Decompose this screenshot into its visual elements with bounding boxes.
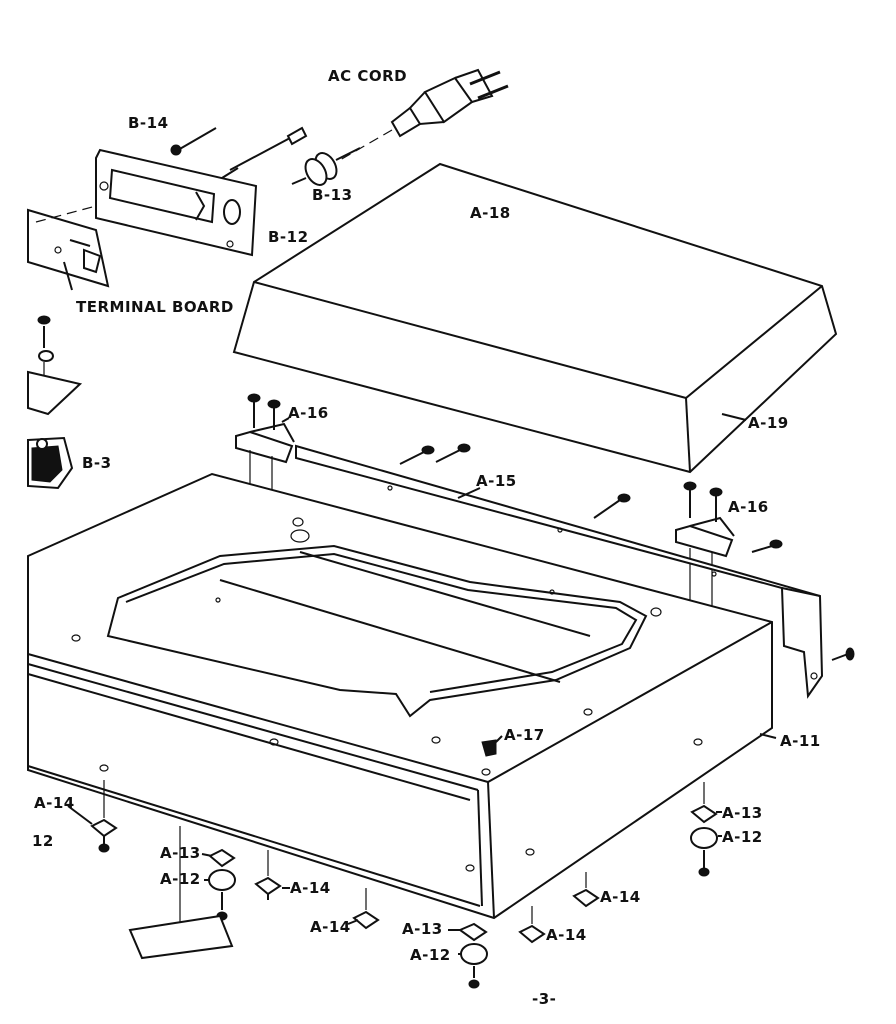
label-a12-mid: A-12 — [160, 870, 201, 888]
label-a18: A-18 — [470, 204, 511, 222]
cabinet-a11 — [27, 472, 777, 920]
label-a13-right: A-13 — [722, 804, 763, 822]
label-a19: A-19 — [748, 414, 789, 432]
cover-a19 — [232, 162, 838, 474]
label-a12-left-cut: 12 — [32, 832, 54, 850]
strain-relief-b13 — [291, 147, 361, 186]
strip-screws — [387, 443, 783, 577]
ac-cord-plug — [339, 68, 509, 161]
label-a16-right: A-16 — [728, 498, 769, 516]
bracket-b12 — [95, 148, 258, 257]
foot-left — [67, 780, 118, 853]
label-terminal-board: TERMINAL BOARD — [76, 298, 234, 316]
label-b13: B-13 — [312, 186, 353, 204]
foot-bottom — [347, 888, 546, 989]
label-a13-bottom: A-13 — [402, 920, 443, 938]
label-a14-br1: A-14 — [600, 888, 641, 906]
part-labels: AC CORD B-14 B-13 B-12 TERMINAL BOARD B-… — [32, 67, 821, 1008]
label-a14-br2: A-14 — [546, 926, 587, 944]
foot-right — [572, 782, 722, 908]
label-a14-left: A-14 — [34, 794, 75, 812]
label-a14-mid: A-14 — [290, 879, 331, 897]
label-a11: A-11 — [780, 732, 821, 750]
label-a17: A-17 — [504, 726, 545, 744]
clip-a16-right — [675, 481, 735, 616]
terminal-board — [27, 205, 110, 291]
screw-left — [37, 315, 54, 382]
knob-a17 — [481, 735, 503, 757]
part-b3 — [27, 436, 74, 490]
label-a12-right: A-12 — [722, 828, 763, 846]
label-b3: B-3 — [82, 454, 112, 472]
label-a13-mid: A-13 — [160, 844, 201, 862]
label-b12: B-12 — [268, 228, 309, 246]
strip-a15 — [295, 444, 855, 699]
label-a16-left: A-16 — [288, 404, 329, 422]
clip-a16-left — [235, 393, 295, 498]
lead-wires-b14 — [170, 126, 308, 179]
label-a14-bottom: A-14 — [310, 918, 351, 936]
label-ac-cord: AC CORD — [328, 67, 407, 85]
label-a12-bottom: A-12 — [410, 946, 451, 964]
foot-mid — [128, 826, 290, 960]
label-b14: B-14 — [128, 114, 169, 132]
plate-left — [27, 370, 83, 416]
page-number: -3- — [532, 990, 556, 1008]
label-a15: A-15 — [476, 472, 517, 490]
